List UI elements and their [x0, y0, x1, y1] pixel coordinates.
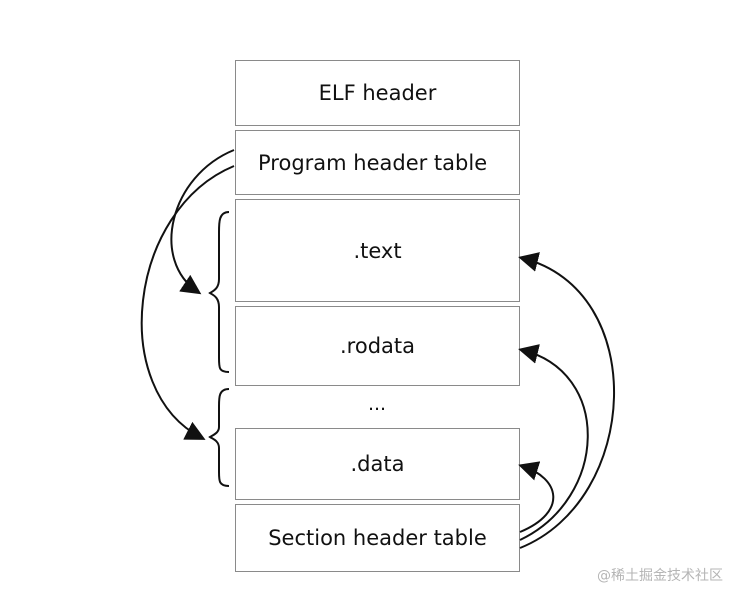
arrow-program-header-to-data: [140, 165, 235, 440]
program-header-table-segment: Program header table: [235, 130, 520, 195]
rodata-section-segment: .rodata: [235, 306, 520, 386]
rodata-section-label: .rodata: [340, 334, 415, 358]
data-section-segment: .data: [235, 428, 520, 500]
arrow-section-header-to-rodata: [518, 344, 589, 541]
brace-data-segment: [208, 388, 230, 487]
elf-header-label: ELF header: [318, 81, 437, 105]
program-header-table-label: Program header table: [258, 150, 488, 175]
section-header-table-label: Section header table: [268, 526, 487, 550]
elf-header-segment: ELF header: [235, 60, 520, 126]
arrow-section-header-to-text: [518, 252, 615, 549]
section-header-table-segment: Section header table: [235, 504, 520, 572]
brace-code-segment: [208, 211, 230, 373]
watermark-text: @稀土掘金技术社区: [597, 568, 723, 584]
data-section-label: .data: [350, 452, 405, 476]
ellipsis-label: ...: [367, 393, 387, 415]
arrow-program-header-to-code: [170, 149, 235, 295]
text-section-segment: .text: [235, 199, 520, 302]
text-section-label: .text: [353, 238, 402, 263]
arrow-section-header-to-data: [518, 461, 555, 533]
